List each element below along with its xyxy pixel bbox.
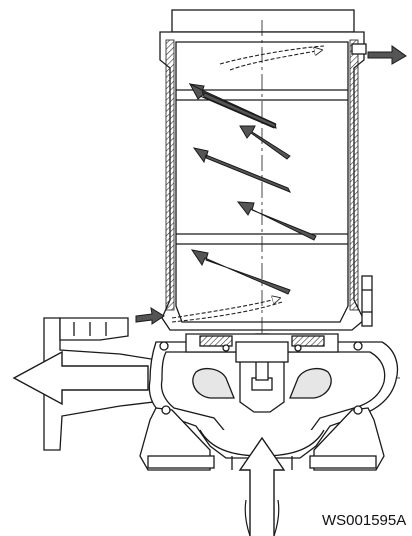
left-base-plate (147, 455, 215, 469)
jacket-inflow-outflow-arrows (135, 45, 407, 325)
suction-flow-tail-left (244, 499, 251, 536)
suction-throat (231, 456, 293, 470)
jacket-bracket (361, 275, 373, 327)
dashed-swirl-arrows (171, 45, 325, 323)
figure-reference-code: WS001595A (322, 512, 407, 529)
bolt (222, 344, 230, 352)
seal-right (291, 335, 325, 347)
bearing-block (235, 341, 289, 363)
internal-flow-arrows (188, 82, 317, 295)
outlet-flow-arrow (367, 45, 407, 65)
inlet-flow-arrow (135, 306, 165, 325)
flow-arrow-4 (239, 125, 291, 160)
flow-arrow-5 (236, 201, 317, 241)
flow-arrow-6 (190, 249, 291, 295)
jacket-inner-liner (175, 41, 349, 323)
outlet-nozzle (351, 43, 367, 55)
impeller-right-vane (289, 367, 332, 399)
discharge-flow-arrow (12, 350, 149, 406)
jacket-wall-right (349, 39, 359, 311)
right-foot (313, 407, 385, 471)
flow-arrow-3 (192, 147, 292, 193)
suction-flow-tail-right (273, 499, 280, 536)
jacket-wall-left (165, 39, 175, 311)
impeller-left-vane (192, 367, 235, 399)
bottom-swirl-arrow (171, 298, 280, 319)
pump-casing (43, 317, 399, 471)
jacket-top-cap (171, 9, 355, 33)
top-swirl-arrow (229, 50, 322, 71)
left-foot (139, 407, 211, 471)
bolt (353, 405, 363, 415)
bolt (294, 344, 302, 352)
suction-flow-arrow (238, 436, 286, 536)
seal-left (199, 335, 233, 347)
bolt (161, 405, 171, 415)
bolt (353, 341, 363, 351)
discharge-flange-top (59, 317, 129, 341)
right-base-plate (309, 455, 377, 469)
bolt (159, 341, 169, 351)
flow-arrow-2 (188, 82, 277, 129)
